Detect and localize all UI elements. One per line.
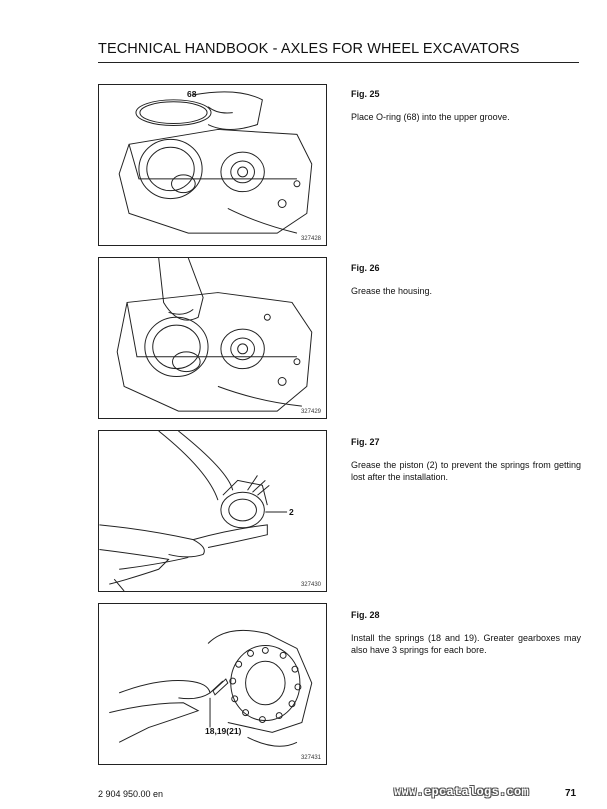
figure-28-caption: Fig. 28 Install the springs (18 and 19).… xyxy=(351,609,581,656)
figure-title: Fig. 26 xyxy=(351,263,380,273)
figure-title: Fig. 27 xyxy=(351,437,380,447)
figure-25-caption: Fig. 25 Place O-ring (68) into the upper… xyxy=(351,88,581,123)
figure-description: Install the springs (18 and 19). Greater… xyxy=(351,633,581,655)
figure-27-caption: Fig. 27 Grease the piston (2) to prevent… xyxy=(351,436,581,483)
watermark-url: www.epcatalogs.com xyxy=(394,785,530,799)
document-number: 2 904 950.00 en xyxy=(98,789,164,799)
figure-description: Grease the piston (2) to prevent the spr… xyxy=(351,460,581,482)
callout-springs-18-19-21: 18,19(21) xyxy=(205,726,242,736)
callout-piston-2: 2 xyxy=(289,507,294,517)
figure-title: Fig. 28 xyxy=(351,610,380,620)
figure-description: Place O-ring (68) into the upper groove. xyxy=(351,112,510,122)
callout-o-ring-68: 68 xyxy=(187,89,197,99)
figure-code: 327430 xyxy=(300,582,321,588)
page-number: 71 xyxy=(565,788,577,799)
figure-26-illustration: 327429 xyxy=(98,257,327,419)
figure-code: 327431 xyxy=(300,755,321,761)
header-divider xyxy=(98,62,579,63)
figure-description: Grease the housing. xyxy=(351,286,433,296)
figure-25-illustration: 68 327428 xyxy=(98,84,327,246)
figure-code: 327429 xyxy=(300,409,321,415)
page-title: TECHNICAL HANDBOOK - AXLES FOR WHEEL EXC… xyxy=(98,41,520,57)
figure-26-caption: Fig. 26 Grease the housing. xyxy=(351,262,581,297)
figure-title: Fig. 25 xyxy=(351,89,380,99)
figure-28-illustration: 18,19(21) 327431 xyxy=(98,603,327,765)
figure-code: 327428 xyxy=(300,236,321,242)
figure-27-illustration: 2 327430 xyxy=(98,430,327,592)
